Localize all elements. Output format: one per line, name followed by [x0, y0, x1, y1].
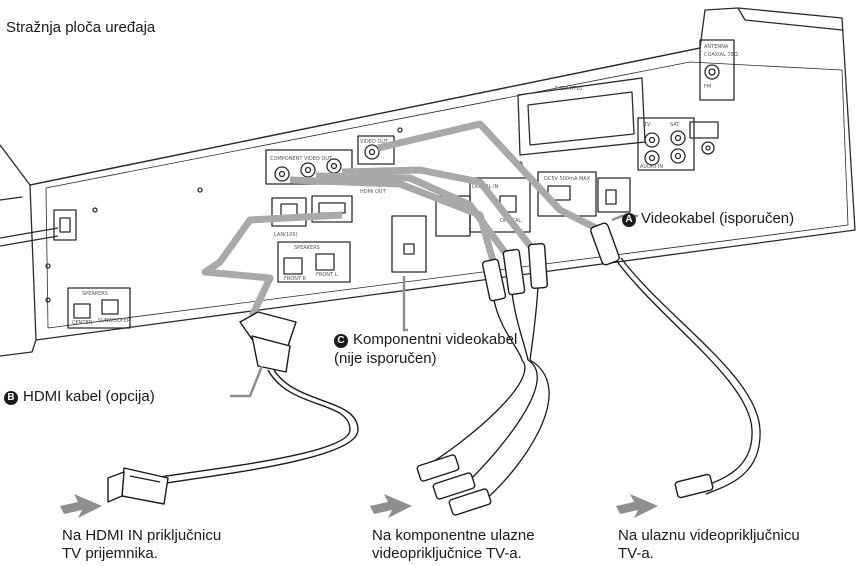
speakers-bottom-text: SPEAKERS — [82, 291, 108, 297]
label-c: C Komponentni videokabel (nije isporučen) — [334, 330, 517, 368]
lan-text: LAN(100) — [274, 232, 298, 238]
label-b-text: HDMI kabel (opcija) — [23, 388, 155, 405]
power-cord-icon — [0, 228, 58, 246]
audio-in-text: AUDIO IN — [640, 164, 663, 170]
center-text: CENTER — [72, 320, 93, 326]
label-b: B HDMI kabel (opcija) — [4, 387, 155, 406]
sat-text: SAT — [670, 122, 680, 128]
fm-antenna-jack — [705, 65, 719, 79]
label-c-line2: (nije isporučen) — [334, 349, 517, 368]
caption-component: Na komponentne ulazne videopriključnice … — [372, 527, 535, 563]
caption-hdmi: Na HDMI IN priključnicu TV prijemnika. — [62, 527, 221, 563]
label-a: A Videokabel (isporučen) — [622, 209, 794, 228]
marker-a: A — [622, 213, 636, 227]
video-out-jack — [365, 145, 379, 159]
caption-hdmi-line1: Na HDMI IN priključnicu — [62, 527, 221, 545]
rca-plug-icon — [417, 243, 548, 515]
ez-label: E-ZW-RT10 — [555, 86, 582, 92]
coaxial-text: COAXIAL 75Ω — [704, 52, 738, 58]
hdmi-out-text: HDMI OUT — [360, 189, 387, 195]
caption-hdmi-line2: TV prijemnika. — [62, 545, 221, 563]
speakers-front-text: SPEAKERS — [294, 245, 320, 251]
leader-c — [404, 276, 408, 330]
antenna-text: ANTENNA — [704, 44, 729, 50]
caption-video-line2: TV-a. — [618, 545, 800, 563]
subwoofer-text: SUBWOOFER — [98, 318, 131, 324]
caption-video-line1: Na ulaznu videopriključnicu — [618, 527, 800, 545]
hdmi-cable — [140, 370, 358, 486]
tv-text: TV — [643, 122, 651, 128]
dc-text: DC5V 500mA MAX — [544, 176, 591, 182]
label-a-text: Videokabel (isporučen) — [641, 210, 794, 227]
fm-text: FM — [704, 84, 711, 90]
component-out-text: COMPONENT VIDEO OUT — [270, 156, 333, 162]
caption-component-line1: Na komponentne ulazne — [372, 527, 535, 545]
front-r-text: FRONT R — [284, 276, 307, 282]
caption-video: Na ulaznu videopriključnicu TV-a. — [618, 527, 800, 563]
video-cable — [616, 258, 760, 494]
marker-c: C — [334, 334, 348, 348]
leader-b — [230, 366, 262, 396]
label-c-line1: Komponentni videokabel — [353, 331, 517, 348]
marker-b: B — [4, 391, 18, 405]
caption-component-line2: videopriključnice TV-a. — [372, 545, 535, 563]
hdmi-plug-icon — [108, 312, 296, 504]
front-l-text: FRONT L — [316, 272, 338, 278]
